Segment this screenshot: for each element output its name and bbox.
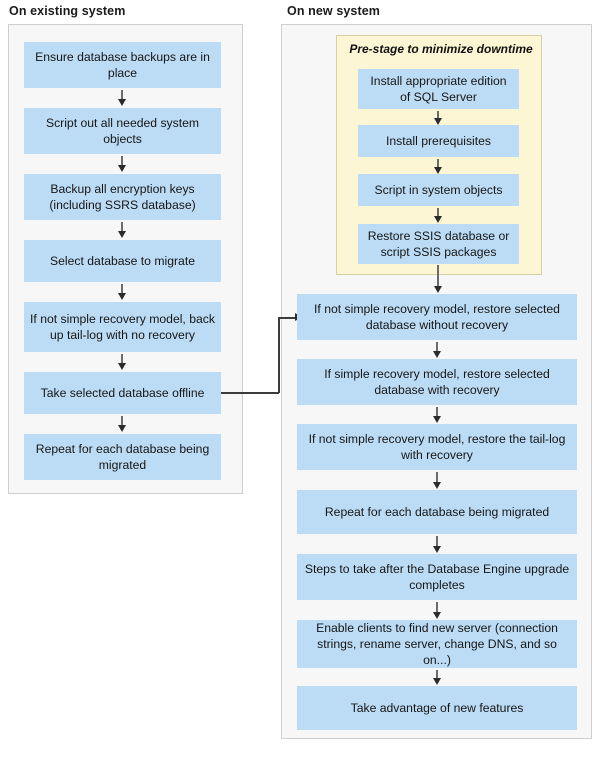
process-box-restore-with-recovery[interactable]: If simple recovery model, restore select… xyxy=(297,359,577,405)
process-box-backup-tail-log-no-recovery[interactable]: If not simple recovery model, back up ta… xyxy=(24,302,221,352)
arrow-r6-to-r7 xyxy=(433,670,442,685)
column-heading-new-system: On new system xyxy=(287,4,380,18)
process-box-take-database-offline[interactable]: Take selected database offline xyxy=(24,372,221,414)
arrow-l4-to-l5 xyxy=(118,284,127,300)
process-box-backup-encryption-keys[interactable]: Backup all encryption keys (including SS… xyxy=(24,174,221,220)
process-box-install-sql-server-edition[interactable]: Install appropriate edition of SQL Serve… xyxy=(358,69,519,109)
process-box-steps-after-upgrade[interactable]: Steps to take after the Database Engine … xyxy=(297,554,577,600)
process-box-enable-clients-find-new-server[interactable]: Enable clients to find new server (conne… xyxy=(297,620,577,668)
prestage-group-title: Pre-stage to minimize downtime xyxy=(349,42,533,56)
process-box-ensure-backups[interactable]: Ensure database backups are in place xyxy=(24,42,221,88)
process-box-script-in-system-objects[interactable]: Script in system objects xyxy=(358,174,519,206)
arrow-l6-to-l7 xyxy=(118,416,127,432)
arrow-prestage-to-r1 xyxy=(434,265,443,293)
arrow-l3-to-l4 xyxy=(118,222,127,238)
column-heading-existing-system: On existing system xyxy=(9,4,126,18)
process-box-repeat-for-each-database-new[interactable]: Repeat for each database being migrated xyxy=(297,490,577,534)
arrow-p1-to-p2 xyxy=(434,111,443,125)
process-box-repeat-for-each-database-existing[interactable]: Repeat for each database being migrated xyxy=(24,434,221,480)
arrow-r1-to-r2 xyxy=(433,342,442,358)
process-box-script-out-system-objects[interactable]: Script out all needed system objects xyxy=(24,108,221,154)
arrow-l2-to-l3 xyxy=(118,156,127,172)
arrow-p3-to-p4 xyxy=(434,208,443,223)
arrow-l5-to-l6 xyxy=(118,354,127,370)
arrow-l1-to-l2 xyxy=(118,90,127,106)
arrow-r2-to-r3 xyxy=(433,407,442,423)
arrow-p2-to-p3 xyxy=(434,159,443,174)
process-box-restore-without-recovery[interactable]: If not simple recovery model, restore se… xyxy=(297,294,577,340)
process-box-restore-ssis-database[interactable]: Restore SSIS database or script SSIS pac… xyxy=(358,224,519,264)
arrow-r3-to-r4 xyxy=(433,472,442,489)
process-box-take-advantage-new-features[interactable]: Take advantage of new features xyxy=(297,686,577,730)
arrow-r5-to-r6 xyxy=(433,602,442,619)
arrow-r4-to-r5 xyxy=(433,536,442,553)
connector-offline-to-restore-without-recovery xyxy=(221,309,303,395)
process-box-restore-tail-log-with-recovery[interactable]: If not simple recovery model, restore th… xyxy=(297,424,577,470)
process-box-install-prerequisites[interactable]: Install prerequisites xyxy=(358,125,519,157)
process-box-select-database-to-migrate[interactable]: Select database to migrate xyxy=(24,240,221,282)
